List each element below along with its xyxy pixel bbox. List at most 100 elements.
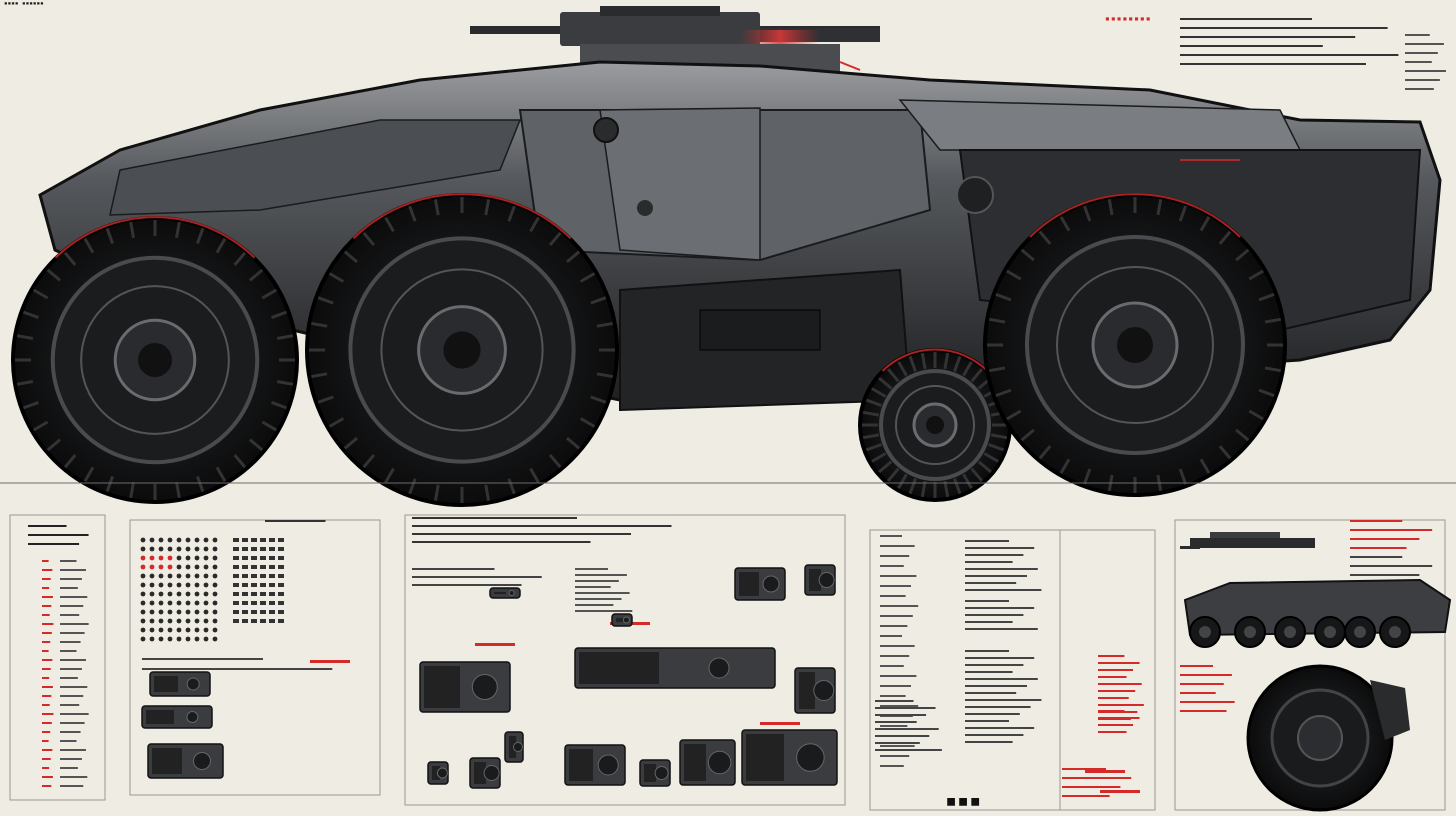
grid-cell [278,601,284,605]
grid-cell [278,592,284,596]
grid-dot [185,555,191,561]
grid-dot [149,564,155,570]
grid-dot [158,573,164,579]
text-line [42,578,51,580]
text-line [880,585,911,587]
text-line [1180,63,1366,65]
text-line [880,565,904,567]
text-line [412,541,591,543]
text-line [60,623,89,625]
text-line [965,720,1009,722]
grid-dot [149,600,155,606]
component-diagram [469,757,501,789]
text-line [28,525,67,527]
grid-dot [167,636,173,642]
grid-dot [194,627,200,633]
text-line [1180,27,1388,29]
text-line [880,535,902,537]
text-line [880,665,904,667]
grid-dot [176,582,182,588]
text-line [880,595,906,597]
grid-dot [176,609,182,615]
grid-cell [233,619,239,623]
text-line [1405,88,1434,90]
grid-cell [233,538,239,542]
grid-dot [194,582,200,588]
component-diagram [419,661,511,713]
grid-cell [242,538,248,542]
text-line [1405,52,1438,54]
text-line [60,722,85,724]
text-line [965,664,1024,666]
component-diagram [741,729,838,786]
text-line [965,561,1013,563]
grid-cell [233,565,239,569]
grid-dot [149,537,155,543]
text-line [42,641,51,643]
grid-dot [158,591,164,597]
text-line [965,575,1027,577]
grid-dot [194,609,200,615]
grid-dot [176,564,182,570]
grid-cell [269,592,275,596]
grid-dot [140,600,146,606]
text-line [1180,710,1227,712]
component-diagram [427,761,449,785]
text-line [1062,777,1132,779]
grid-dot [203,582,209,588]
grid-cell [260,601,266,605]
text-line [42,677,50,679]
grid-dot [167,582,173,588]
text-line [42,569,53,571]
grid-dot [176,573,182,579]
text-line [965,589,1042,591]
grid-cell [269,610,275,614]
grid-dot [185,537,191,543]
text-line [875,700,914,702]
text-line [880,655,910,657]
grid-dot [167,537,173,543]
grid-dot [203,573,209,579]
text-line [42,731,51,733]
text-line [60,650,77,652]
grid-dot [140,591,146,597]
text-line [412,517,577,519]
text-line [1062,795,1110,797]
grid-cell [269,547,275,551]
grid-dot [140,627,146,633]
text-line [875,714,927,716]
text-line [965,678,1038,680]
grid-cell [278,574,284,578]
grid-dot [194,546,200,552]
grid-cell [278,583,284,587]
component-diagram [147,743,224,779]
grid-dot [158,618,164,624]
text-line [412,576,542,578]
text-line [1098,662,1140,664]
text-line [575,604,614,606]
grid-dot [194,555,200,561]
text-line [965,671,1013,673]
text-line [42,587,50,589]
text-line [965,650,1009,652]
grid-dot [158,600,164,606]
grid-dot [212,582,218,588]
wheel-2 [305,193,619,507]
grid-cell [233,583,239,587]
grid-cell [278,556,284,560]
grid-cell [242,547,248,551]
text-line [42,605,52,607]
grid-dot [212,564,218,570]
text-line [28,534,89,536]
text-line [412,533,631,535]
text-line [880,675,917,677]
red-marker [310,660,350,663]
text-line [60,686,88,688]
text-line [965,568,1038,570]
grid-dot [140,618,146,624]
grid-cell [260,583,266,587]
grid-dot [212,636,218,642]
grid-cell [260,574,266,578]
spec-panel-frames [9,514,1446,811]
